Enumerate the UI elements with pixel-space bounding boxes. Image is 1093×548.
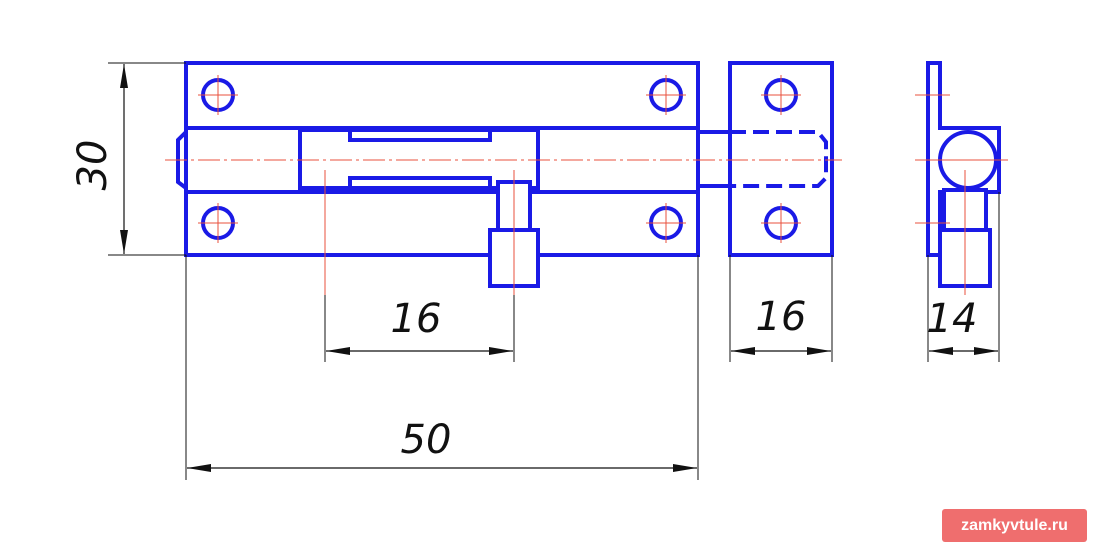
slot-inner-bottom: [348, 176, 492, 190]
dimensions: 30 16 16 14 50: [70, 62, 1000, 480]
arrow-left: [929, 347, 953, 355]
arrow-right: [673, 464, 697, 472]
slot-inner-top: [348, 128, 492, 142]
arrow-left: [187, 464, 211, 472]
dim-side-label: 14: [927, 296, 978, 342]
latch-front-view: [176, 61, 730, 288]
strike-plate: [728, 61, 834, 257]
arrow-right: [807, 347, 831, 355]
dim-total-label: 50: [401, 417, 452, 463]
arrow-right: [974, 347, 998, 355]
centerlines: [165, 75, 1008, 295]
watermark-badge: zamkyvtule.ru: [942, 509, 1087, 542]
arrow-up: [120, 64, 128, 88]
arrow-down: [120, 230, 128, 254]
bolt-left-end: [176, 130, 188, 190]
strike-hidden-bolt: [730, 130, 828, 188]
dim-strike-label: 16: [756, 294, 807, 340]
arrow-left: [731, 347, 755, 355]
dim-travel-label: 16: [391, 296, 442, 342]
arrow-left: [326, 347, 350, 355]
arrow-right: [489, 347, 513, 355]
side-view: [926, 61, 1001, 288]
dim-height-label: 30: [70, 140, 116, 191]
